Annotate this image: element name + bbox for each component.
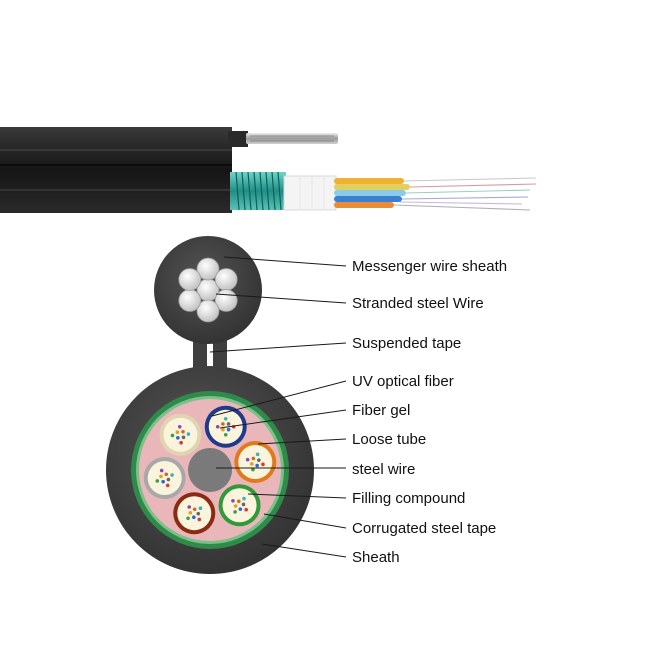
- cross-section: [106, 236, 314, 574]
- optical-fiber: [221, 427, 225, 432]
- optical-fiber: [165, 483, 170, 488]
- optical-fiber: [251, 456, 256, 461]
- optical-fiber: [197, 517, 202, 522]
- central-steel-wire: [188, 448, 232, 492]
- optical-fiber: [155, 479, 160, 483]
- optical-fiber: [233, 510, 237, 514]
- stranded-steel-wires: [178, 257, 238, 323]
- optical-fiber: [198, 506, 203, 510]
- optical-fiber: [161, 479, 165, 484]
- optical-fiber: [223, 432, 228, 437]
- optical-fiber: [238, 507, 243, 511]
- optical-fiber: [159, 474, 163, 479]
- optical-fiber: [186, 516, 190, 521]
- messenger-wire-exposed: [246, 133, 338, 144]
- steel-strand: [196, 299, 220, 323]
- label-uv-optical-fiber: UV optical fiber: [352, 373, 454, 390]
- steel-strand: [178, 268, 202, 291]
- exposed-fibers: [393, 177, 537, 211]
- cable-jacket: [0, 127, 232, 213]
- optical-fiber: [233, 504, 238, 508]
- label-messenger-wire-sheath: Messenger wire sheath: [352, 258, 507, 275]
- label-sheath: Sheath: [352, 549, 400, 566]
- optical-fiber: [166, 477, 171, 482]
- optical-fiber: [244, 507, 249, 512]
- optical-fiber: [241, 502, 246, 507]
- labels: Messenger wire sheath Stranded steel Wir…: [352, 258, 507, 566]
- optical-fiber: [170, 433, 175, 438]
- optical-fiber: [192, 515, 196, 520]
- steel-strand: [214, 268, 238, 291]
- optical-fiber: [255, 452, 260, 457]
- optical-fiber: [255, 463, 259, 468]
- optical-fiber: [221, 422, 225, 426]
- optical-fiber: [181, 429, 185, 434]
- cable-photo: [0, 127, 537, 213]
- optical-fiber: [245, 457, 250, 462]
- optical-fiber: [257, 458, 261, 462]
- core-wrap: [283, 175, 337, 211]
- loose-tubes: [143, 405, 277, 535]
- optical-fiber: [176, 436, 180, 440]
- optical-fiber: [215, 424, 220, 429]
- messenger-stub: [228, 131, 248, 147]
- optical-fiber: [164, 472, 169, 477]
- optical-fiber: [179, 440, 183, 445]
- leader-lines: [209, 256, 347, 558]
- optical-fiber: [196, 511, 201, 516]
- optical-fiber: [223, 416, 228, 421]
- label-steel-wire: steel wire: [352, 461, 415, 478]
- optical-fiber: [187, 505, 192, 509]
- label-loose-tube: Loose tube: [352, 431, 426, 448]
- optical-fiber: [188, 511, 193, 515]
- optical-fiber: [192, 507, 197, 512]
- optical-fiber: [261, 462, 265, 467]
- optical-fiber: [186, 432, 191, 436]
- optical-fiber: [170, 473, 174, 477]
- optical-fiber: [177, 424, 182, 429]
- armor-exposed: [230, 172, 286, 210]
- optical-fiber: [226, 422, 231, 426]
- label-suspended-tape: Suspended tape: [352, 335, 461, 352]
- optical-fiber: [181, 435, 186, 440]
- label-fiber-gel: Fiber gel: [352, 402, 410, 419]
- optical-fiber: [231, 498, 235, 503]
- optical-fiber: [237, 499, 241, 504]
- optical-fiber: [175, 430, 180, 434]
- optical-fiber: [249, 462, 254, 466]
- label-stranded-steel-wire: Stranded steel Wire: [352, 295, 484, 312]
- steel-strand: [178, 289, 202, 312]
- optical-fiber: [251, 467, 255, 472]
- optical-fiber: [226, 427, 231, 432]
- label-filling-compound: Filling compound: [352, 490, 465, 507]
- steel-strand: [196, 257, 220, 281]
- label-corrugated-steel-tape: Corrugated steel tape: [352, 520, 496, 537]
- optical-fiber: [242, 496, 246, 501]
- optical-fiber: [159, 468, 164, 473]
